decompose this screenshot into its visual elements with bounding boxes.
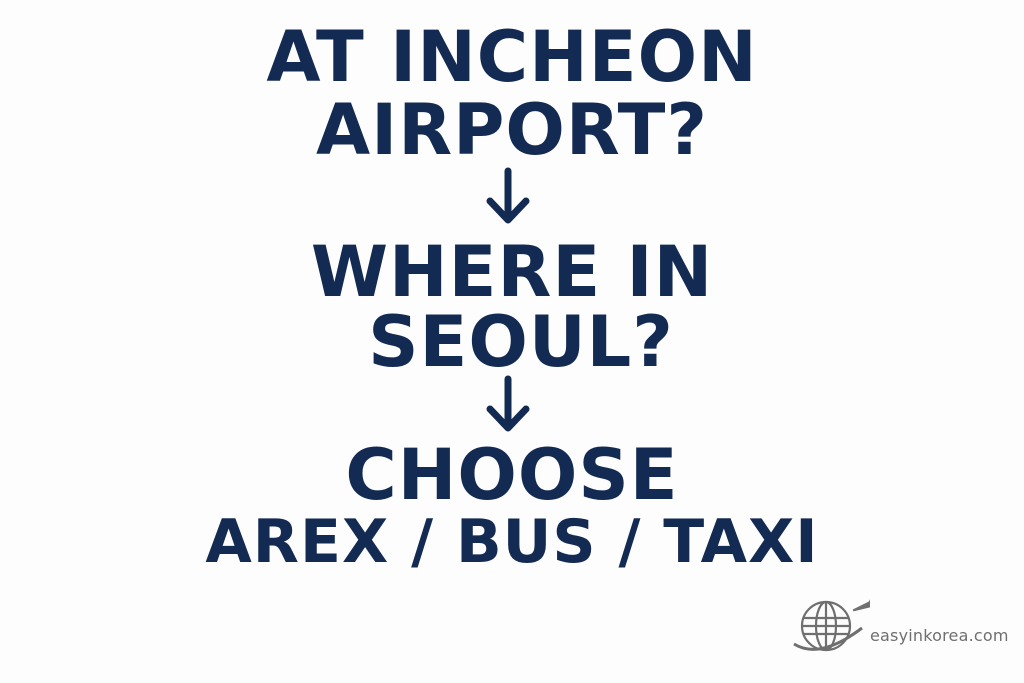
airplane-icon — [852, 596, 870, 612]
globe-icon — [793, 596, 870, 652]
down-arrow-icon — [486, 167, 530, 224]
headline-line-5: CHOOSE — [345, 434, 679, 516]
logo-text: easyinkorea.com — [870, 626, 1009, 645]
down-arrow-icon — [486, 375, 530, 432]
headline-line-1: AT INCHEON — [266, 16, 758, 98]
headline-line-4: SEOUL? — [368, 301, 674, 383]
headline-line-2: AIRPORT? — [315, 89, 709, 171]
headline-line-3: WHERE IN — [310, 231, 714, 313]
headline-line-6: AREX / BUS / TAXI — [205, 507, 819, 577]
site-logo[interactable]: easyinkorea.com — [790, 596, 1015, 660]
